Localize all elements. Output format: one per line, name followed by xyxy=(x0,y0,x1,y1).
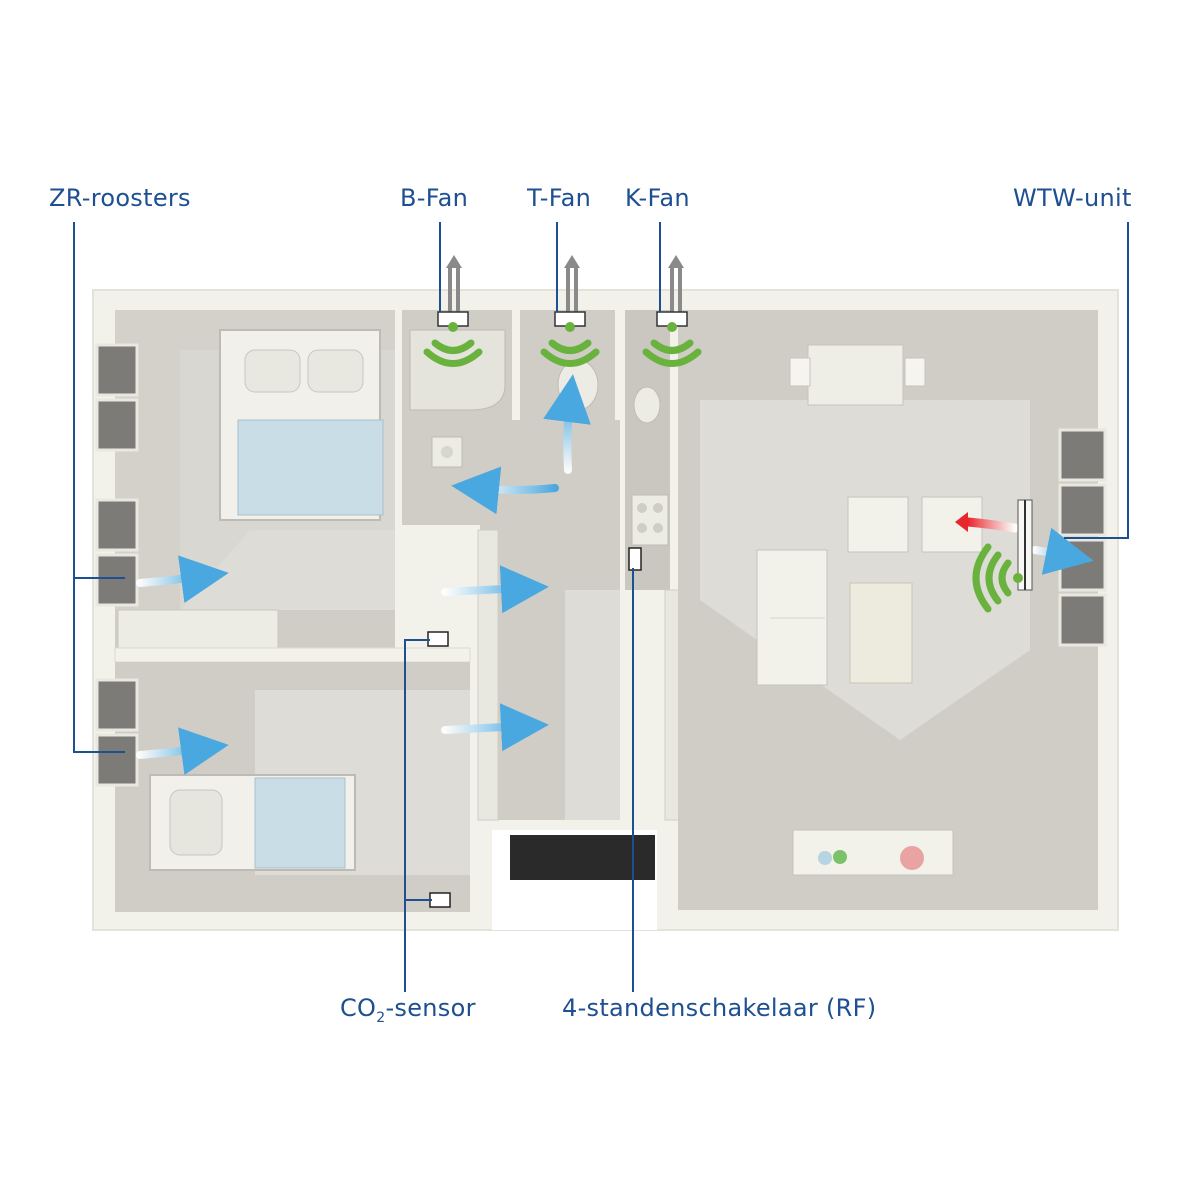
co2-sensor-label: CO2-sensor xyxy=(340,994,476,1025)
co2-sensor-icon xyxy=(427,631,451,908)
airflow-arrow-icon xyxy=(136,466,1094,775)
airflow-arrow-icon xyxy=(543,374,591,474)
single-bed xyxy=(149,774,356,871)
rf-switch-label: 4-standenschakelaar (RF) xyxy=(562,994,877,1022)
tv-cabinet xyxy=(792,829,954,876)
co2-subscript: 2 xyxy=(376,1010,386,1026)
wtw-unit-icon xyxy=(1017,499,1033,591)
windows-left xyxy=(95,343,139,787)
windows-right xyxy=(1058,428,1107,647)
wtw-signal-dot xyxy=(1013,573,1023,583)
co2-prefix: CO xyxy=(340,994,377,1022)
wireless-signal-icon xyxy=(423,339,1012,613)
b-fan-label: B-Fan xyxy=(400,184,469,212)
co2-suffix: -sensor xyxy=(385,994,476,1022)
wtw-unit-label: WTW-unit xyxy=(1013,184,1132,212)
wardrobe xyxy=(117,609,279,651)
fan-unit-icon xyxy=(437,255,688,332)
entrance xyxy=(492,830,657,930)
zr-roosters-label: ZR-roosters xyxy=(49,184,191,212)
rf-switch-icon xyxy=(628,547,642,571)
k-fan-label: K-Fan xyxy=(625,184,690,212)
double-bed xyxy=(219,329,384,521)
leader-lines xyxy=(73,222,1129,992)
dining-table xyxy=(789,344,926,406)
exhaust-arrow-icon xyxy=(955,512,1020,533)
t-fan-label: T-Fan xyxy=(527,184,592,212)
living-furniture xyxy=(756,496,983,686)
